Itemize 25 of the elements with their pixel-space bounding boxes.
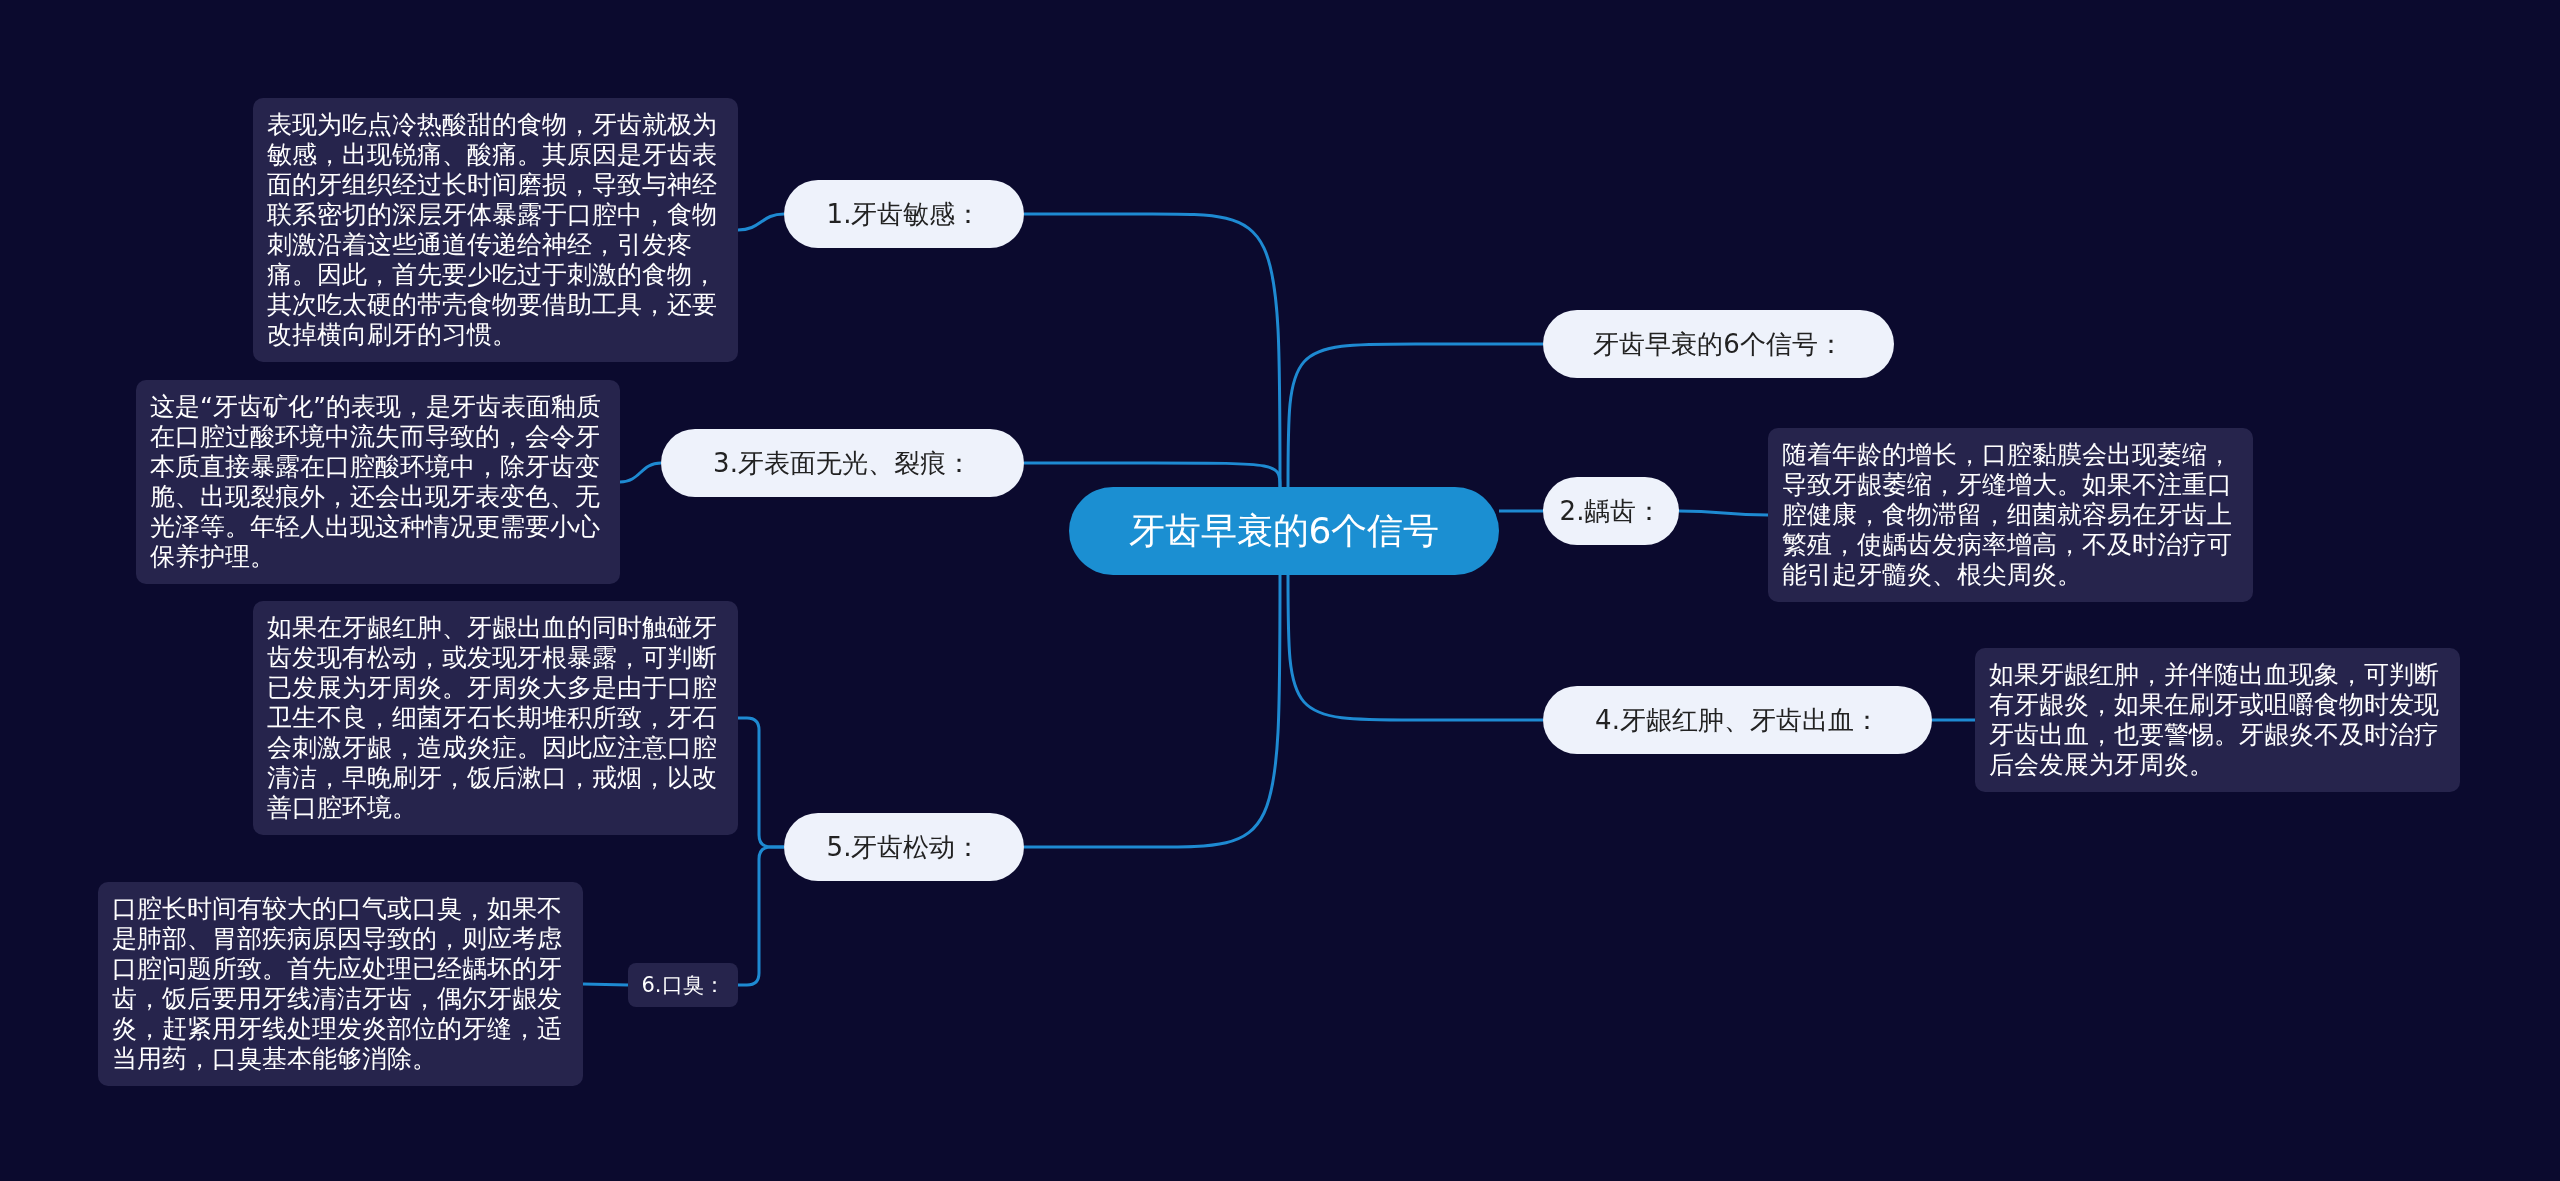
note-card: 这是“牙齿矿化”的表现，是牙齿表面釉质在口腔过酸环境中流失而导致的，会令牙本质直接暴露在口腔酸环境中，除牙齿变脆、出现裂痕外，还会出现牙表变色、无光泽等。年轻人出现这种情况更需要小心保养护理。 <box>136 380 620 584</box>
connector-line <box>1024 575 1282 849</box>
subtopic-label: 6.口臭： <box>628 963 738 1007</box>
connector-line <box>1679 509 1768 517</box>
connector-line <box>1024 461 1282 488</box>
connector-line <box>619 461 662 484</box>
note-card: 如果在牙龈红肿、牙龈出血的同时触碰牙齿发现有松动，或发现牙根暴露，可判断已发展为牙周炎。牙周炎大多是由于口腔卫生不良，细菌牙石长期堆积所致，牙石会刺激牙龈，造成炎症。因此应注意口腔清洁，早晚刷牙，饭后漱口，戒烟，以改善口腔环境。 <box>253 601 738 835</box>
connector-line <box>1499 509 1543 513</box>
branch-topic: 1.牙齿敏感： <box>784 180 1024 248</box>
connector-line <box>1932 718 1975 722</box>
connector-line <box>582 982 629 987</box>
note-card: 随着年龄的增长，口腔黏膜会出现萎缩，导致牙龈萎缩，牙缝增大。如果不注重口腔健康，食物滞留，细菌就容易在牙齿上繁殖，使龋齿发病率增高，不及时治疗可能引起牙髓炎、根尖周炎。 <box>1768 428 2253 602</box>
connector-line <box>1286 575 1543 722</box>
connector-line <box>737 212 785 232</box>
branch-topic: 3.牙表面无光、裂痕： <box>661 429 1024 497</box>
branch-topic: 2.龋齿： <box>1543 477 1679 545</box>
connector-line <box>738 845 784 987</box>
central-topic: 牙齿早衰的6个信号 <box>1069 487 1499 575</box>
note-card: 表现为吃点冷热酸甜的食物，牙齿就极为敏感，出现锐痛、酸痛。其原因是牙齿表面的牙组织经过长时间磨损，导致与神经联系密切的深层牙体暴露于口腔中，食物刺激沿着这些通道传递给神经，引发疼痛。因此，首先要少吃过于刺激的食物，其次吃太硬的带壳食物要借助工具，还要改掉横向刷牙的习惯。 <box>253 98 738 362</box>
branch-topic: 牙齿早衰的6个信号： <box>1543 310 1894 378</box>
note-card: 如果牙龈红肿，并伴随出血现象，可判断有牙龈炎，如果在刷牙或咀嚼食物时发现牙齿出血，也要警惕。牙龈炎不及时治疗后会发展为牙周炎。 <box>1975 648 2460 792</box>
note-card: 口腔长时间有较大的口气或口臭，如果不是肺部、胃部疾病原因导致的，则应考虑口腔问题所致。首先应处理已经龋坏的牙齿，饭后要用牙线清洁牙齿，偶尔牙龈发炎，赶紧用牙线处理发炎部位的牙缝，适当用药，口臭基本能够消除。 <box>98 882 583 1086</box>
branch-topic: 4.牙龈红肿、牙齿出血： <box>1543 686 1932 754</box>
branch-topic: 5.牙齿松动： <box>784 813 1024 881</box>
connector-line <box>1286 342 1543 487</box>
